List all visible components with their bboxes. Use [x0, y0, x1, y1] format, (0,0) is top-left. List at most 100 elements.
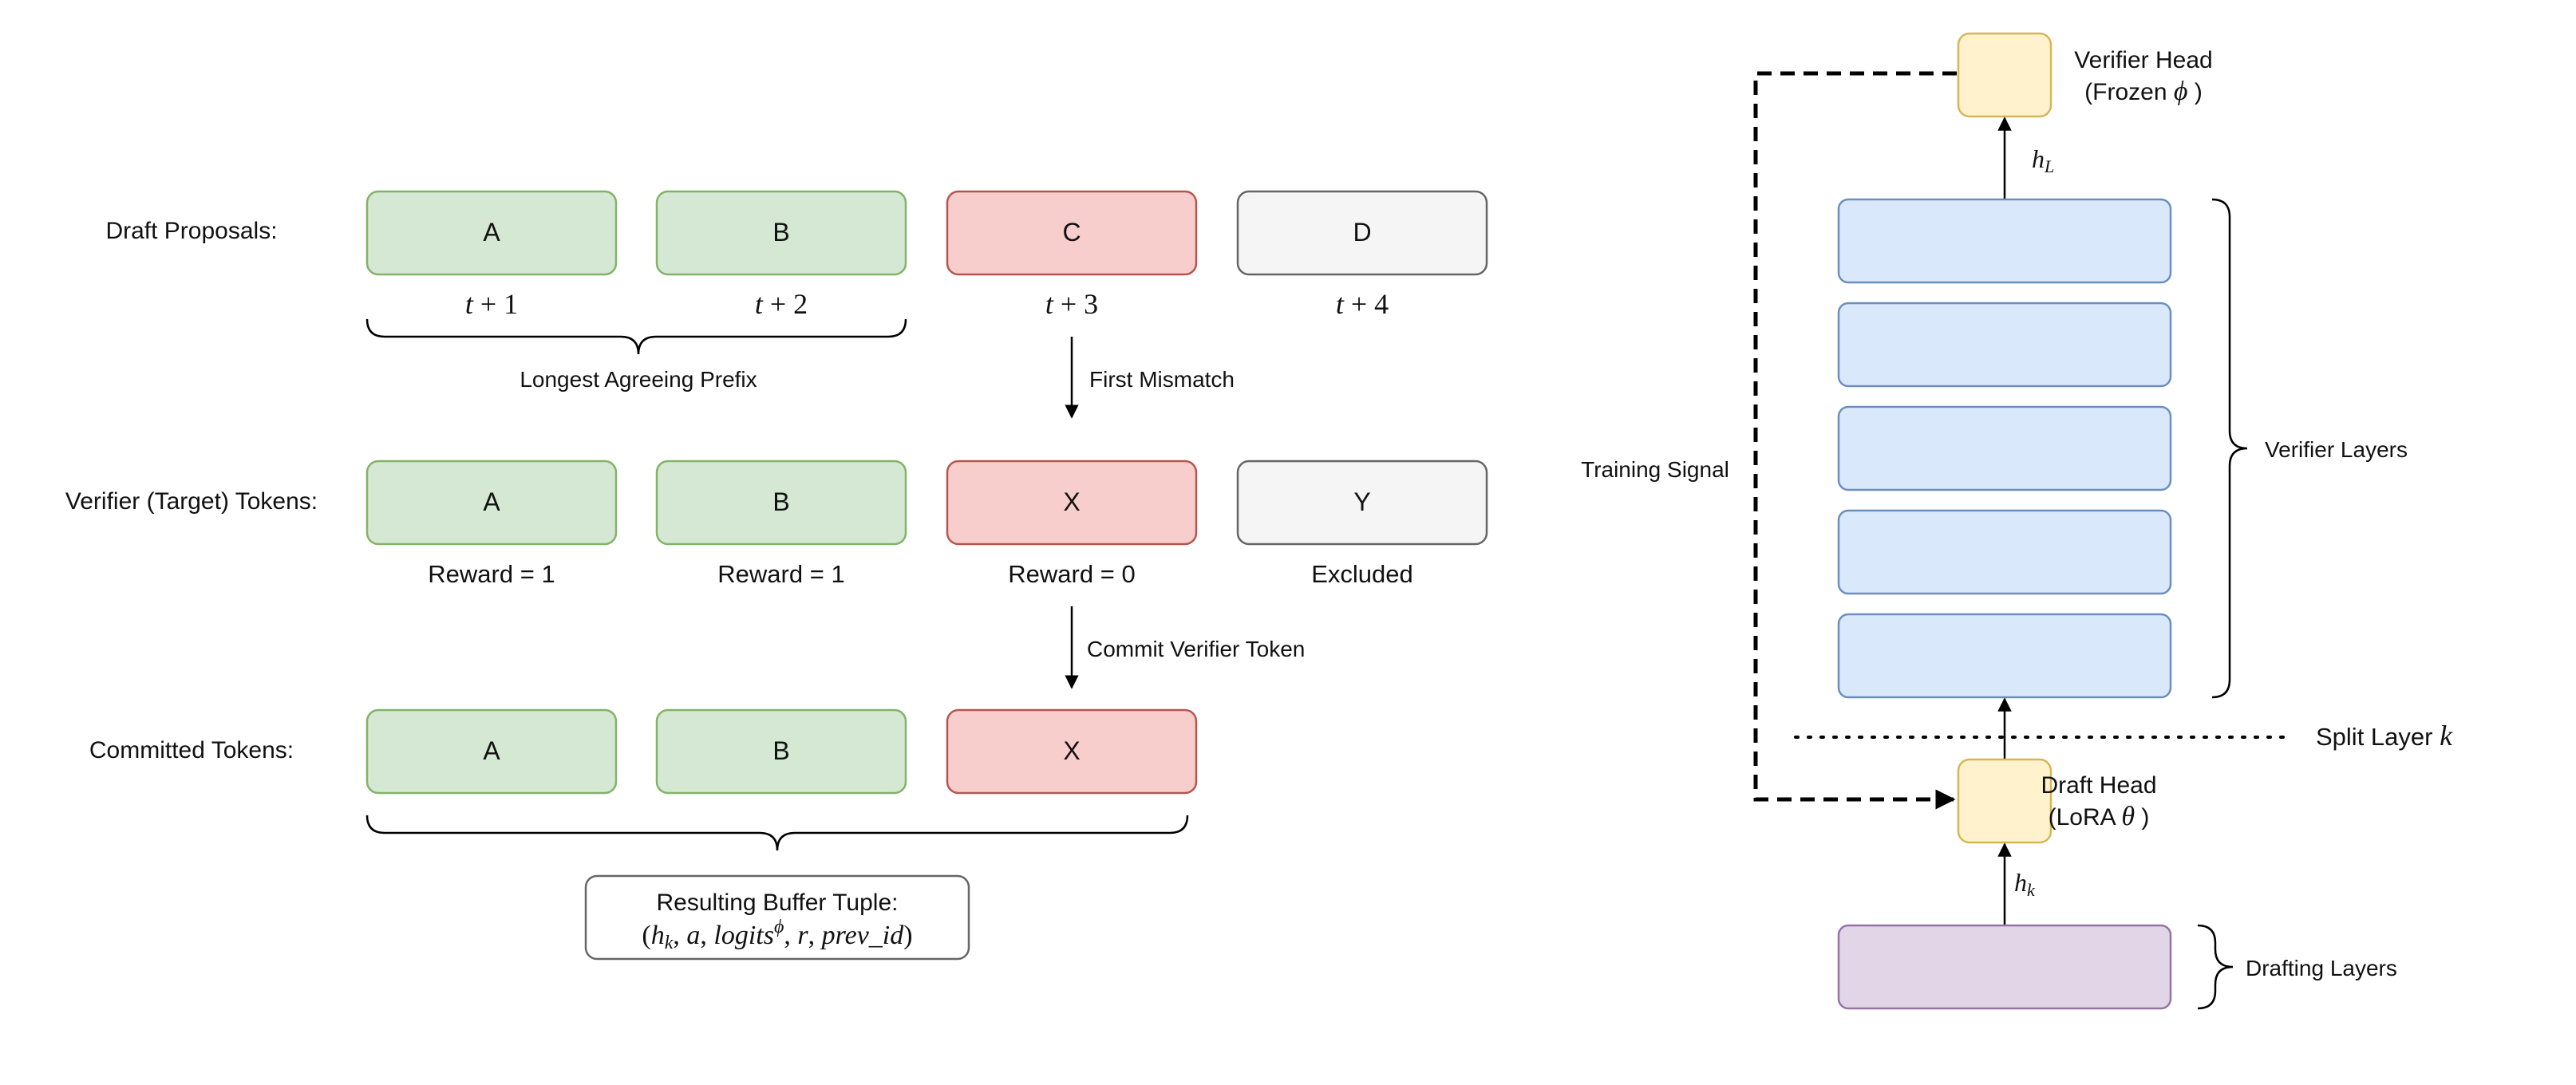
buffer-title: Resulting Buffer Tuple:: [657, 890, 899, 916]
prefix-brace: [365, 318, 907, 355]
verifier-layer: [1837, 509, 2172, 595]
token-box: [946, 460, 1198, 546]
verifier-token-b: B: [655, 460, 907, 546]
var-t: t: [465, 288, 474, 320]
committed-token-a: A: [365, 708, 618, 795]
token-text: B: [772, 487, 789, 516]
verifier-head-box: [1957, 32, 2053, 118]
phi-symbol: ϕ: [2174, 77, 2188, 106]
training-signal-label: Training Signal: [1581, 457, 1729, 482]
excluded-label: Excluded: [1311, 560, 1413, 588]
paren-open: (: [642, 921, 650, 950]
draft-token-c: C: [946, 190, 1198, 276]
row-label-verifier-tokens: Verifier (Target) Tokens:: [65, 488, 318, 515]
token-box: [365, 190, 618, 276]
tuple-logits: logits: [713, 921, 774, 950]
num: 2: [793, 288, 808, 320]
verifier-head-sublabel: (Frozen ϕ ): [2084, 77, 2203, 106]
draft-token-a: A: [365, 190, 618, 276]
token-text: A: [483, 218, 500, 247]
verifier-token-y: Y: [1236, 460, 1488, 546]
h-var: h: [2032, 144, 2045, 173]
comma: ,: [784, 921, 797, 950]
token-text: X: [1063, 736, 1080, 765]
op-plus: +: [1053, 288, 1084, 320]
verifier-layers-label: Verifier Layers: [2265, 437, 2408, 462]
tuple-r: r: [797, 921, 808, 950]
committed-token-x: X: [946, 708, 1198, 795]
verifier-layer: [1837, 198, 2172, 284]
num: 1: [504, 288, 518, 320]
paren-close: ): [903, 921, 912, 950]
right-panel: Verifier Head (Frozen ϕ ) hL Verifier La…: [1581, 32, 2453, 1010]
token-box: [1236, 460, 1488, 546]
op-plus: +: [1344, 288, 1374, 320]
draft-head-box: [1957, 758, 2053, 844]
reward-label-x: Reward = 0: [1008, 560, 1135, 588]
tuple-prev-id: prev_id: [820, 921, 905, 950]
tuple-h-sub: k: [665, 933, 674, 953]
buffer-tuple-formula: (hk, a, logitsϕ, r, prev_id): [642, 917, 912, 953]
num: 3: [1084, 288, 1098, 320]
token-text: B: [772, 218, 789, 247]
token-text: X: [1063, 487, 1080, 516]
token-text: A: [483, 736, 500, 765]
token-box: [365, 708, 618, 795]
buffer-box: [584, 874, 970, 961]
var-t: t: [1336, 288, 1345, 320]
left-panel: Draft Proposals: A B C D t + 1 t + 2 t +…: [65, 190, 1488, 961]
verifier-layer: [1837, 613, 2172, 699]
split-var: k: [2440, 720, 2453, 752]
draft-head-label: Draft Head: [2041, 772, 2156, 799]
token-text: D: [1353, 218, 1371, 247]
drafting-layer: [1837, 924, 2172, 1010]
sublabel-prefix: (Frozen: [2084, 79, 2174, 105]
buffer-tuple-box: Resulting Buffer Tuple: (hk, a, logitsϕ,…: [584, 874, 970, 961]
draft-token-d: D: [1236, 190, 1488, 276]
token-box: [946, 708, 1198, 795]
h-sub: k: [2027, 880, 2036, 900]
comma: ,: [673, 921, 686, 950]
time-index-2: t + 2: [755, 288, 808, 320]
verifier-layers-brace: [2211, 198, 2248, 699]
verifier-layer: [1837, 405, 2172, 491]
sublabel-suffix: ): [2135, 804, 2149, 831]
h-sub: L: [2044, 156, 2054, 176]
token-box: [1236, 190, 1488, 276]
h-l-label: hL: [2032, 144, 2054, 176]
verifier-layer: [1837, 302, 2172, 388]
token-box: [655, 190, 907, 276]
h-k-label: hk: [2014, 868, 2036, 900]
token-text: B: [772, 736, 789, 765]
token-text: Y: [1353, 487, 1370, 516]
training-signal-path: [1753, 71, 1957, 810]
num: 4: [1374, 288, 1389, 320]
reward-label-a: Reward = 1: [428, 560, 555, 588]
token-box: [655, 460, 907, 546]
verifier-token-a: A: [365, 460, 618, 546]
token-box: [946, 190, 1198, 276]
comma: ,: [808, 921, 822, 950]
tuple-logits-sup: ϕ: [774, 917, 784, 937]
commit-label: Commit Verifier Token: [1087, 637, 1305, 661]
token-box: [655, 708, 907, 795]
token-text: C: [1062, 218, 1081, 247]
tuple-a: a: [686, 921, 700, 950]
row-label-committed-tokens: Committed Tokens:: [89, 737, 294, 763]
token-box: [365, 460, 618, 546]
sublabel-prefix: (LoRA: [2049, 804, 2122, 831]
time-index-4: t + 4: [1336, 288, 1389, 320]
verifier-head-label: Verifier Head: [2074, 47, 2212, 73]
time-index-3: t + 3: [1045, 288, 1098, 320]
committed-token-b: B: [655, 708, 907, 795]
split-label-text: Split Layer: [2316, 723, 2440, 751]
var-t: t: [1045, 288, 1054, 320]
mismatch-label: First Mismatch: [1089, 367, 1235, 392]
prefix-label: Longest Agreeing Prefix: [520, 367, 757, 392]
var-t: t: [755, 288, 764, 320]
sublabel-suffix: ): [2187, 79, 2202, 105]
op-plus: +: [473, 288, 504, 320]
split-layer-label: Split Layer k: [2316, 720, 2453, 752]
draft-token-b: B: [655, 190, 907, 276]
